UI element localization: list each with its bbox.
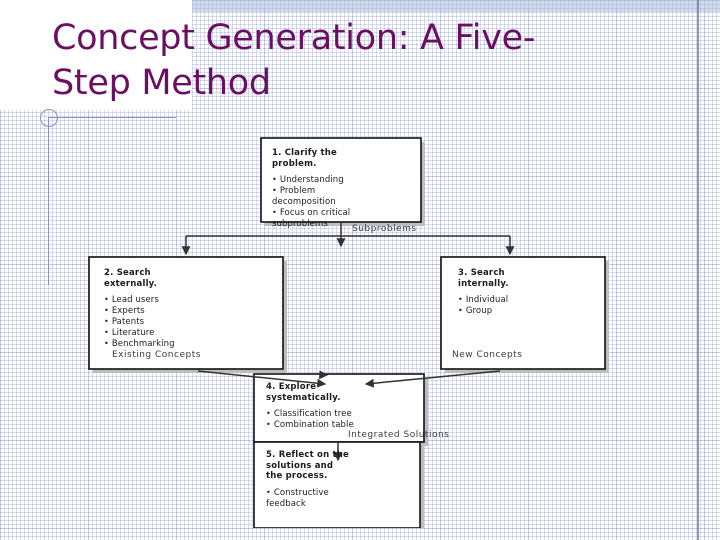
step-4-content: 4. Explore systematically. Classificatio… xyxy=(266,382,418,431)
concept-generation-flow-diagram: 1. Clarify the problem. Understanding Pr… xyxy=(80,128,620,528)
list-item: Individual xyxy=(458,295,600,306)
placeholder-horizontal-guide xyxy=(48,117,176,118)
list-item: Experts xyxy=(104,306,276,317)
edge-label-subproblems: Subproblems xyxy=(352,224,417,234)
step-2-bullets: Lead users Experts Patents Literature Be… xyxy=(104,295,276,350)
list-item: Combination table xyxy=(266,420,418,431)
step-4-heading: 4. Explore systematically. xyxy=(266,382,341,403)
step-2-heading: 2. Search externally. xyxy=(104,268,158,289)
step-1-content: 1. Clarify the problem. Understanding Pr… xyxy=(272,148,414,230)
connector-step2-step4 xyxy=(197,370,327,388)
header-band xyxy=(192,0,720,12)
step-4-bullets: Classification tree Combination table xyxy=(266,409,418,431)
slide-title: Concept Generation: A Five- Step Method xyxy=(52,18,536,103)
step-2-content: 2. Search externally. Lead users Experts… xyxy=(104,268,276,350)
list-item: Understanding xyxy=(272,175,414,186)
step-5-bullets: Constructive feedback xyxy=(266,488,416,510)
list-item: Focus on critical subproblems xyxy=(272,208,414,230)
placeholder-vertical-guide xyxy=(48,117,49,285)
edge-label-integrated-solutions: Integrated Solutions xyxy=(348,430,450,440)
right-margin-rule xyxy=(697,0,699,540)
connector-step3-step4 xyxy=(364,370,501,388)
list-item: Group xyxy=(458,306,600,317)
list-item: Literature xyxy=(104,328,276,339)
edge-label-new-concepts: New Concepts xyxy=(452,350,523,360)
step-1-bullets: Understanding Problem decomposition Focu… xyxy=(272,175,414,230)
step-5-content: 5. Reflect on the solutions and the proc… xyxy=(266,450,416,510)
step-5-heading: 5. Reflect on the solutions and the proc… xyxy=(266,450,349,482)
list-item: Problem decomposition xyxy=(272,186,414,208)
list-item: Patents xyxy=(104,317,276,328)
list-item: Constructive feedback xyxy=(266,488,416,510)
list-item: Benchmarking xyxy=(104,339,276,350)
edge-label-existing-concepts: Existing Concepts xyxy=(112,350,201,360)
step-3-heading: 3. Search internally. xyxy=(458,268,509,289)
step-3-content: 3. Search internally. Individual Group xyxy=(458,268,600,317)
placeholder-handle-icon[interactable] xyxy=(40,109,58,127)
list-item: Lead users xyxy=(104,295,276,306)
step-1-heading: 1. Clarify the problem. xyxy=(272,148,337,169)
title-paper-panel xyxy=(0,0,192,110)
step-3-bullets: Individual Group xyxy=(458,295,600,317)
list-item: Classification tree xyxy=(266,409,418,420)
